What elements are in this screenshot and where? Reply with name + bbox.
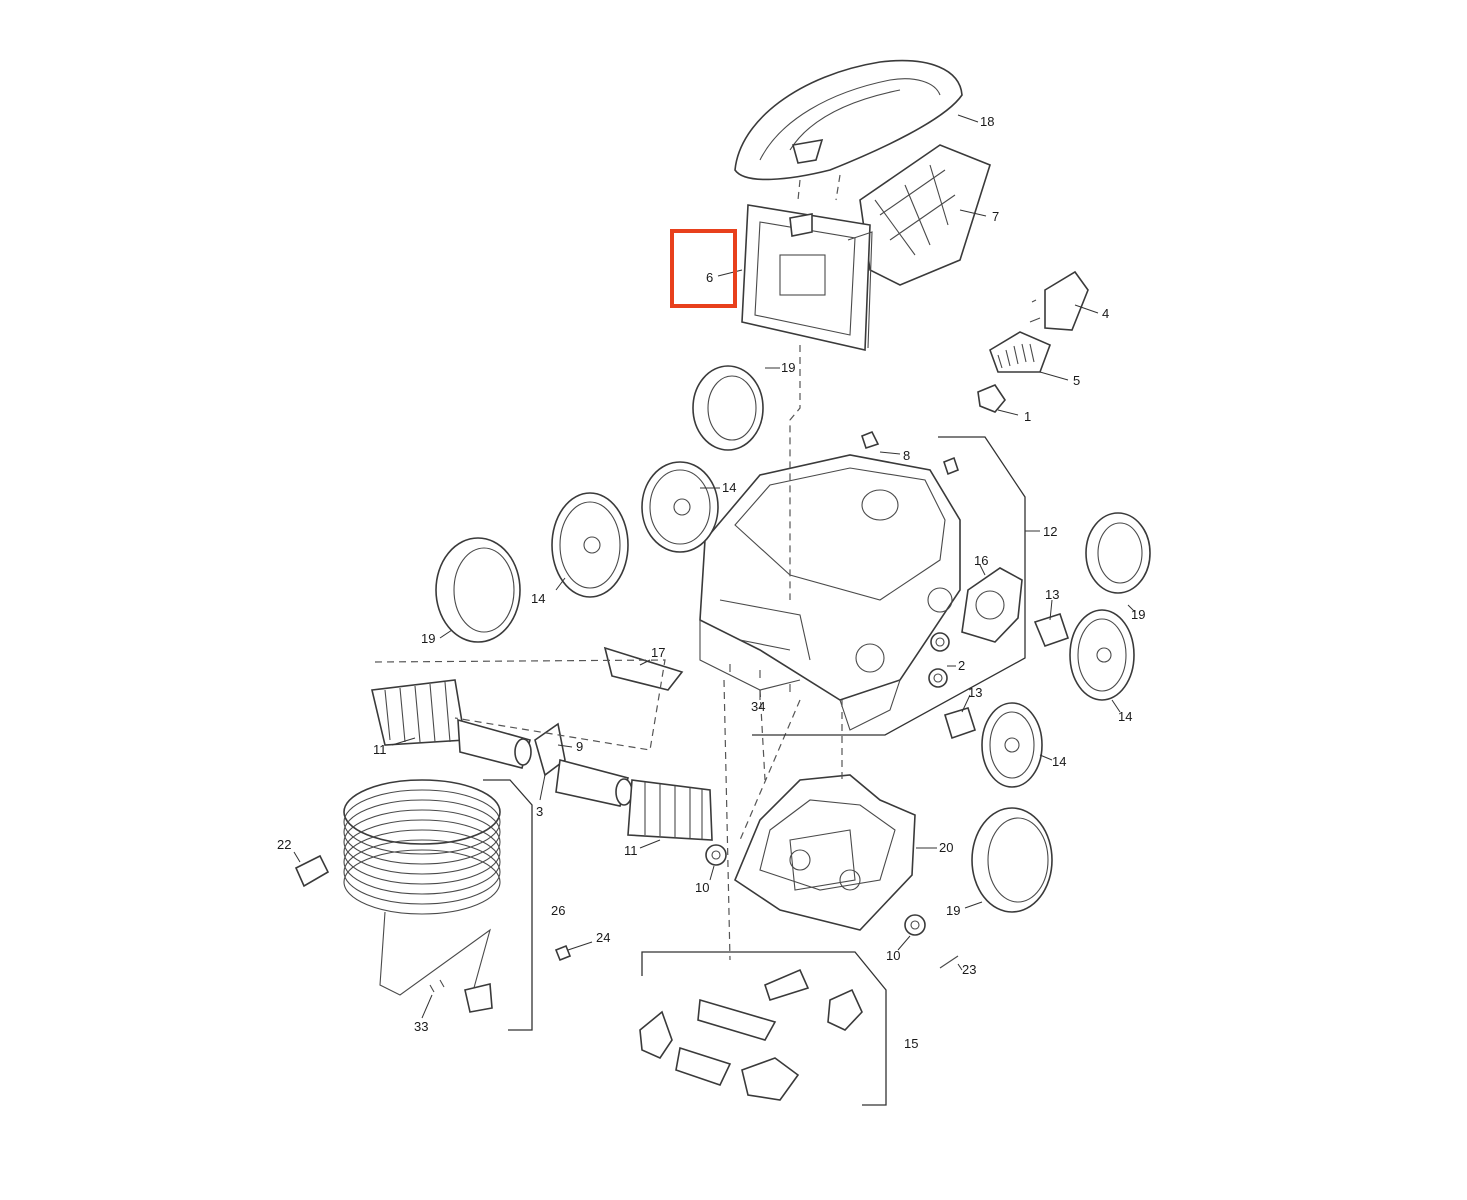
- highlight-box: [670, 229, 737, 308]
- callout-33: 33: [414, 1019, 428, 1034]
- callout-7: 7: [992, 209, 999, 224]
- alignment-lines: [374, 174, 843, 961]
- callout-19c: 19: [1131, 607, 1145, 622]
- brush-cover-part: [603, 646, 684, 691]
- callout-34: 34: [751, 699, 765, 714]
- callout-14d: 14: [1052, 754, 1066, 769]
- clip-part: [861, 430, 959, 476]
- wheel-part: [551, 461, 1135, 788]
- callout-1: 1: [1024, 409, 1031, 424]
- leader-lines: [293, 114, 1136, 1019]
- callout-3: 3: [536, 804, 543, 819]
- callout-13a: 13: [1045, 587, 1059, 602]
- track-part: [435, 365, 1151, 913]
- callout-23: 23: [962, 962, 976, 977]
- callout-6: 6: [706, 270, 713, 285]
- callout-12: 12: [1043, 524, 1057, 539]
- side-plate-part: [961, 567, 1023, 643]
- filter-basket-part: [859, 144, 991, 286]
- callout-14c: 14: [1118, 709, 1132, 724]
- screw-part: [429, 664, 959, 993]
- brush-roller-part: [371, 679, 713, 841]
- callout-11b: 11: [624, 843, 638, 858]
- filter-canister-part: [741, 204, 873, 351]
- callout-8: 8: [903, 448, 910, 463]
- gear-part: [705, 844, 926, 936]
- callout-13b: 13: [968, 685, 982, 700]
- swivel-part: [294, 854, 330, 888]
- callout-5: 5: [1073, 373, 1080, 388]
- callout-17: 17: [651, 645, 665, 660]
- callout-22: 22: [277, 837, 291, 852]
- axle-hub-part: [944, 612, 1070, 740]
- callout-18: 18: [980, 114, 994, 129]
- callout-15: 15: [904, 1036, 918, 1051]
- callout-16: 16: [974, 553, 988, 568]
- callout-26: 26: [551, 903, 565, 918]
- cable-part: [343, 779, 501, 1013]
- bushing-part: [928, 632, 950, 688]
- callout-labels: 1 2 3 4 5 6 7 8 9 10 10 11 11 12 13 13 1…: [277, 114, 1145, 1051]
- callout-24: 24: [596, 930, 610, 945]
- callout-4: 4: [1102, 306, 1109, 321]
- callout-14b: 14: [531, 591, 545, 606]
- motor-cover-part: [1029, 270, 1089, 331]
- callout-19d: 19: [946, 903, 960, 918]
- drive-motor-part: [734, 774, 916, 931]
- group-brackets: [483, 436, 1026, 1106]
- bumper-kit-part: [639, 968, 863, 1101]
- callout-14a: 14: [722, 480, 736, 495]
- main-body-part: [699, 454, 961, 731]
- callout-10a: 10: [695, 880, 709, 895]
- impeller-cap-part: [977, 384, 1006, 413]
- callout-20: 20: [939, 840, 953, 855]
- callout-2: 2: [958, 658, 965, 673]
- callout-19b: 19: [421, 631, 435, 646]
- impeller-part: [989, 331, 1052, 373]
- callout-19a: 19: [781, 360, 795, 375]
- callout-10b: 10: [886, 948, 900, 963]
- callout-9: 9: [576, 739, 583, 754]
- callout-11a: 11: [373, 742, 387, 757]
- top-cover-part: [734, 59, 963, 181]
